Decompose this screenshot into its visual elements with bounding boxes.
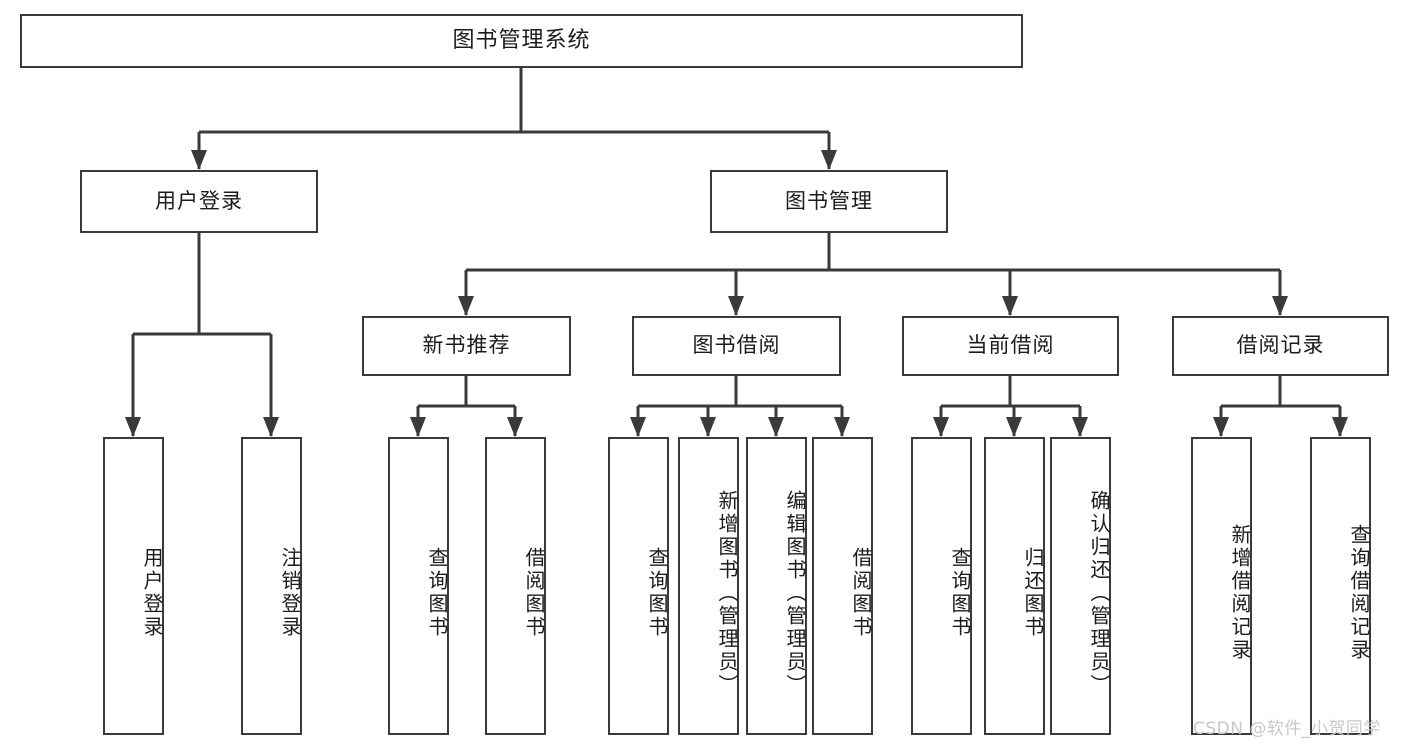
arrow-icon-current-to-leaves-2 (1072, 417, 1088, 437)
node-label: 新书推荐 (422, 333, 511, 358)
node-label: 新增图书（管理员） (715, 489, 739, 697)
node-label: 用户登录 (155, 188, 243, 213)
node-leaf-borrow-book-1[interactable]: 借阅图书 (485, 437, 546, 735)
arrow-icon-book-management-to-level3-3 (1272, 296, 1288, 316)
node-label: 查询借阅记录 (1347, 524, 1371, 662)
node-label: 查询图书 (425, 547, 449, 639)
arrow-icon-user-login-to-leaves-0 (125, 417, 141, 437)
node-leaf-logout[interactable]: 注销登录 (241, 437, 302, 735)
node-label: 借阅记录 (1236, 333, 1325, 358)
arrow-icon-book-management-to-level3-0 (458, 296, 474, 316)
arrow-icon-book-management-to-level3-2 (1002, 296, 1018, 316)
node-label: 确认归还（管理员） (1087, 489, 1111, 697)
node-book-management[interactable]: 图书管理 (710, 170, 948, 233)
arrow-icon-record-to-leaves-0 (1213, 417, 1229, 437)
node-label: 用户登录 (140, 547, 164, 639)
node-leaf-add-record[interactable]: 新增借阅记录 (1191, 437, 1252, 735)
node-leaf-query-book-1[interactable]: 查询图书 (388, 437, 449, 735)
node-label: 借阅图书 (849, 547, 873, 639)
arrow-icon-record-to-leaves-1 (1332, 417, 1348, 437)
arrow-icon-root-to-level2-1 (821, 150, 837, 170)
node-current-borrow[interactable]: 当前借阅 (902, 316, 1119, 376)
node-user-login[interactable]: 用户登录 (80, 170, 318, 233)
node-root-system[interactable]: 图书管理系统 (20, 14, 1023, 68)
node-leaf-user-login[interactable]: 用户登录 (103, 437, 164, 735)
node-new-book-recommend[interactable]: 新书推荐 (362, 316, 571, 376)
node-label: 注销登录 (278, 547, 302, 639)
arrow-icon-current-to-leaves-1 (1006, 417, 1022, 437)
node-label: 当前借阅 (966, 333, 1055, 358)
node-label: 图书借阅 (692, 333, 781, 358)
arrow-icon-recommend-to-leaves-0 (410, 417, 426, 437)
node-leaf-add-book[interactable]: 新增图书（管理员） (678, 437, 739, 735)
node-book-borrow[interactable]: 图书借阅 (632, 316, 841, 376)
arrow-icon-root-to-level2-0 (191, 150, 207, 170)
arrow-icon-borrow-to-leaves-0 (630, 417, 646, 437)
node-borrow-record[interactable]: 借阅记录 (1172, 316, 1389, 376)
arrow-icon-book-management-to-level3-1 (728, 296, 744, 316)
csdn-watermark: CSDN @软件_小贺同学 (1193, 719, 1381, 739)
node-leaf-query-record[interactable]: 查询借阅记录 (1310, 437, 1371, 735)
node-leaf-query-book-2[interactable]: 查询图书 (608, 437, 669, 735)
node-label: 查询图书 (645, 547, 669, 639)
node-leaf-return-book[interactable]: 归还图书 (984, 437, 1045, 735)
arrow-icon-borrow-to-leaves-2 (768, 417, 784, 437)
arrow-icon-current-to-leaves-0 (933, 417, 949, 437)
node-label: 归还图书 (1021, 547, 1045, 639)
node-leaf-borrow-book-2[interactable]: 借阅图书 (812, 437, 873, 735)
node-leaf-confirm-return[interactable]: 确认归还（管理员） (1050, 437, 1111, 735)
node-label: 借阅图书 (522, 547, 546, 639)
node-label: 图书管理系统 (452, 27, 591, 53)
node-label: 编辑图书（管理员） (783, 489, 807, 697)
arrow-icon-borrow-to-leaves-1 (700, 417, 716, 437)
node-label: 图书管理 (785, 188, 873, 213)
node-leaf-query-book-3[interactable]: 查询图书 (911, 437, 972, 735)
node-label: 查询图书 (948, 547, 972, 639)
arrow-icon-borrow-to-leaves-3 (834, 417, 850, 437)
node-label: 新增借阅记录 (1228, 524, 1252, 662)
connector-group (125, 68, 1348, 437)
node-leaf-edit-book[interactable]: 编辑图书（管理员） (746, 437, 807, 735)
arrow-icon-user-login-to-leaves-1 (263, 417, 279, 437)
arrow-icon-recommend-to-leaves-1 (507, 417, 523, 437)
